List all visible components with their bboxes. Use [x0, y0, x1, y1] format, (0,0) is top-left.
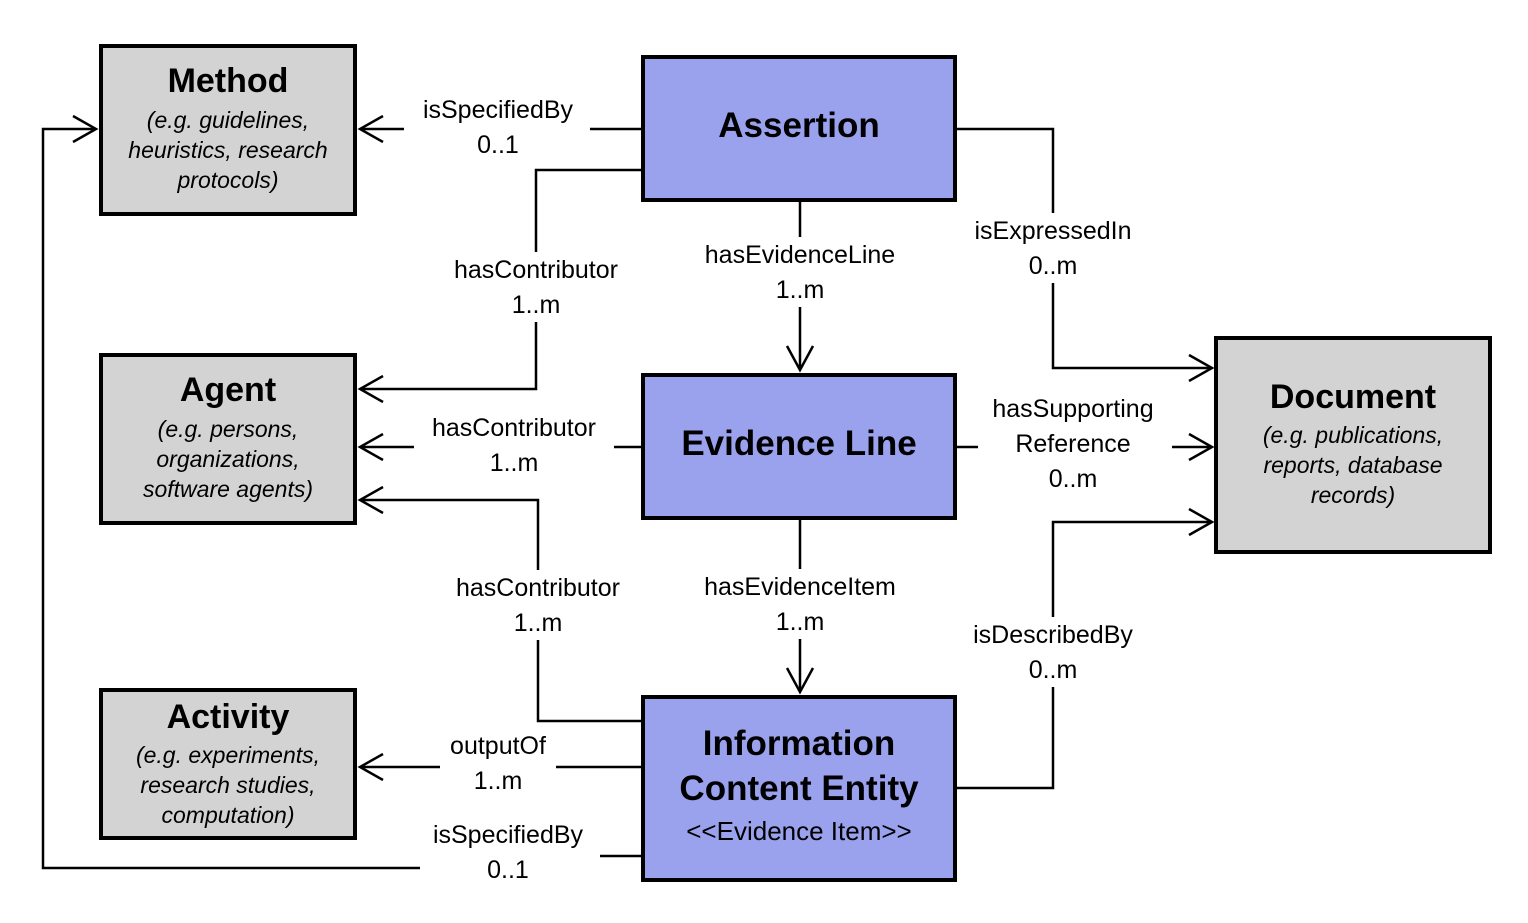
- arrowhead-icon: [357, 114, 384, 144]
- edge-assertion-method: isSpecifiedBy 0..1: [357, 92, 643, 162]
- edge-ice-activity: outputOf 1..m: [357, 729, 643, 799]
- node-title: Agent: [180, 371, 276, 409]
- node-subtitle: heuristics, research: [128, 137, 327, 163]
- edge-label-cardinality: 1..m: [512, 291, 561, 319]
- edge-label-cardinality: 1..m: [474, 767, 523, 795]
- node-subtitle: (e.g. publications,: [1263, 422, 1443, 448]
- edge-label-cardinality: 1..m: [490, 449, 539, 477]
- edge-label-name: hasContributor: [454, 256, 618, 284]
- node-subtitle: (e.g. persons,: [158, 416, 299, 442]
- arrowhead-icon: [357, 752, 384, 782]
- edge-label-cardinality: 0..1: [477, 131, 519, 159]
- node-title: Document: [1270, 378, 1436, 416]
- node-evidence-line: Evidence Line: [641, 373, 957, 520]
- node-subtitle: organizations,: [156, 446, 299, 472]
- edge-evidence-line-agent: hasContributor 1..m: [357, 410, 643, 480]
- edge-assertion-evidence-line: hasEvidenceLine 1..m: [686, 200, 914, 373]
- edge-label-cardinality: 1..m: [776, 608, 825, 636]
- edge-label-cardinality: 1..m: [776, 276, 825, 304]
- edge-label-cardinality: 0..m: [1049, 465, 1098, 493]
- edge-label-name: outputOf: [450, 732, 546, 760]
- node-subtitle: (e.g. experiments,: [136, 742, 320, 768]
- node-subtitle: (e.g. guidelines,: [147, 107, 309, 133]
- node-subtitle: research studies,: [140, 772, 315, 798]
- node-subtitle: computation): [162, 802, 295, 828]
- edge-label-cardinality: 0..m: [1029, 252, 1078, 280]
- edge-evidence-line-document: hasSupporting Reference 0..m: [955, 392, 1215, 496]
- node-title: Method: [168, 62, 289, 100]
- edge-ice-document: isDescribedBy 0..m: [955, 507, 1215, 790]
- edge-label-cardinality: 0..1: [487, 856, 529, 884]
- edge-label-name: isSpecifiedBy: [433, 821, 584, 849]
- edge-label-name: hasContributor: [432, 414, 596, 442]
- node-method: Method (e.g. guidelines, heuristics, res…: [99, 44, 357, 216]
- node-subtitle: software agents): [143, 476, 313, 502]
- edge-assertion-agent: hasContributor 1..m: [357, 168, 643, 404]
- arrowhead-icon: [785, 667, 815, 695]
- node-title: Assertion: [718, 106, 879, 145]
- node-agent: Agent (e.g. persons, organizations, soft…: [99, 353, 357, 525]
- node-title-cont: Content Entity: [679, 769, 919, 808]
- edge-label-name: isSpecifiedBy: [423, 96, 574, 124]
- edge-label-name: hasEvidenceItem: [704, 573, 896, 601]
- edge-label-name: isExpressedIn: [974, 217, 1131, 245]
- edge-label-name: isDescribedBy: [973, 621, 1133, 649]
- edge-label-name: hasContributor: [456, 574, 620, 602]
- edge-evidence-line-ice: hasEvidenceItem 1..m: [684, 518, 916, 695]
- node-title: Evidence Line: [681, 424, 916, 463]
- arrowhead-icon: [785, 345, 815, 373]
- node-subtitle: records): [1311, 482, 1395, 508]
- node-stereotype: <<Evidence Item>>: [686, 816, 911, 846]
- arrowhead-icon: [72, 114, 99, 144]
- edge-label-name: hasEvidenceLine: [705, 241, 895, 269]
- edge-ice-method: isSpecifiedBy 0..1: [41, 114, 643, 884]
- node-activity: Activity (e.g. experiments, research stu…: [99, 688, 357, 840]
- arrowhead-icon: [1188, 432, 1215, 462]
- node-title: Information: [703, 724, 895, 763]
- node-subtitle: reports, database: [1263, 452, 1442, 478]
- node-information-content-entity: Information Content Entity <<Evidence It…: [641, 695, 957, 882]
- edge-label-name: hasSupporting: [992, 395, 1153, 423]
- edge-label-name-cont: Reference: [1015, 430, 1130, 458]
- arrowhead-icon: [1188, 507, 1215, 537]
- edge-label-cardinality: 1..m: [514, 609, 563, 637]
- node-subtitle: protocols): [177, 167, 279, 193]
- arrowhead-icon: [357, 432, 384, 462]
- edge-assertion-document: isExpressedIn 0..m: [955, 127, 1215, 383]
- node-title: Activity: [167, 698, 290, 736]
- arrowhead-icon: [1188, 353, 1215, 383]
- arrowhead-icon: [357, 374, 384, 404]
- edge-label-cardinality: 0..m: [1029, 656, 1078, 684]
- edge-ice-agent: hasContributor 1..m: [357, 485, 643, 723]
- arrowhead-icon: [357, 485, 384, 515]
- node-assertion: Assertion: [641, 55, 957, 202]
- node-document: Document (e.g. publications, reports, da…: [1214, 336, 1492, 554]
